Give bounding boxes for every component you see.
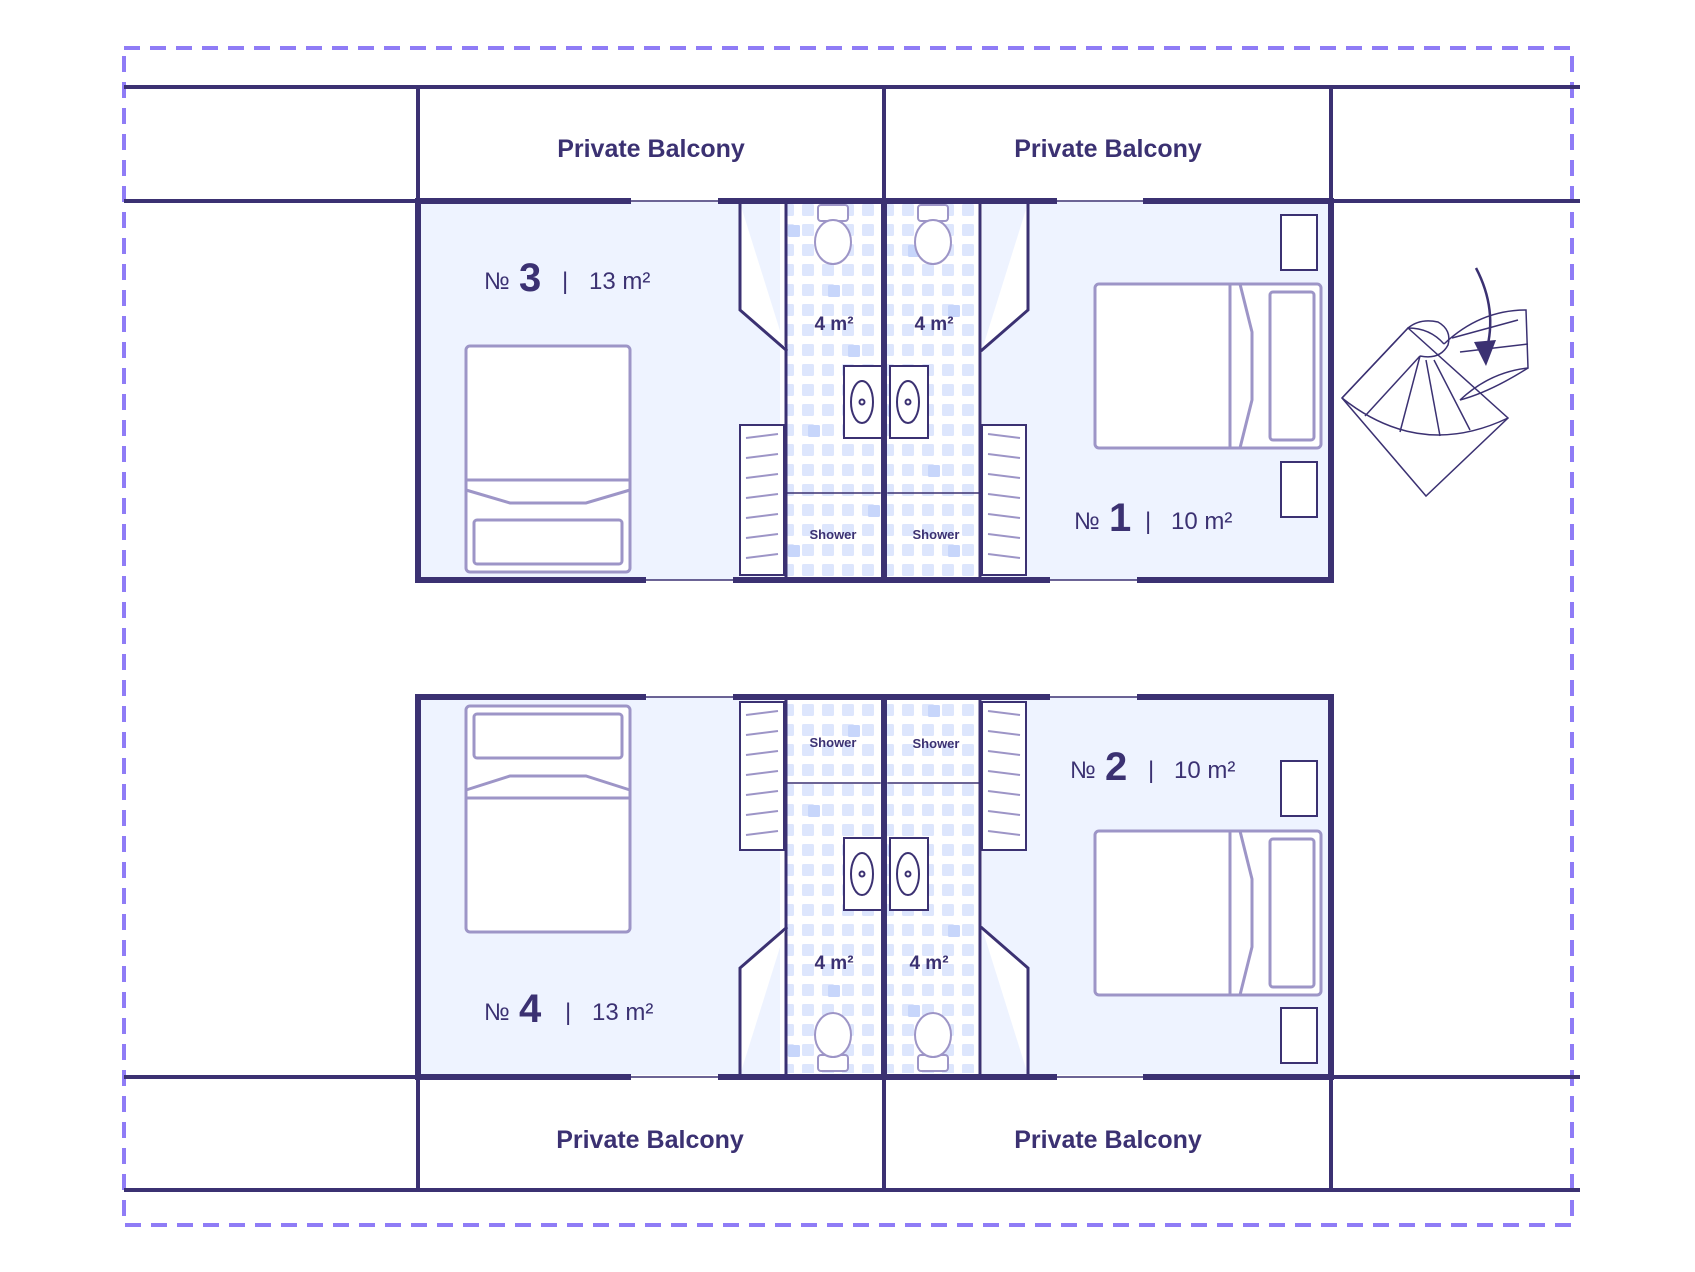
spiral-staircase-icon bbox=[1340, 309, 1529, 498]
nightstand-icon bbox=[1280, 214, 1318, 1064]
bathroom-tiles bbox=[786, 203, 980, 1073]
balcony-label: Private Balcony bbox=[1014, 135, 1202, 163]
room-number: 2 bbox=[1105, 745, 1127, 789]
balcony-labels: Private Balcony Private Balcony Private … bbox=[556, 135, 1202, 1154]
shower-label: Shower bbox=[913, 736, 960, 751]
room-number: 3 bbox=[519, 256, 541, 300]
room-separator: | bbox=[1145, 508, 1151, 535]
room-number-prefix: № bbox=[484, 999, 510, 1026]
bathroom-area: 4 m² bbox=[814, 314, 853, 335]
property-boundary bbox=[122, 46, 1574, 1227]
room-area: 13 m² bbox=[589, 268, 650, 295]
room-separator: | bbox=[562, 268, 568, 295]
sink-icon bbox=[843, 365, 929, 911]
toilet-icon bbox=[814, 204, 952, 1072]
shower-label: Shower bbox=[810, 735, 857, 750]
room-separator: | bbox=[565, 999, 571, 1026]
shower-label: Shower bbox=[913, 527, 960, 542]
room-area: 10 m² bbox=[1171, 508, 1232, 535]
wardrobe-hangers bbox=[745, 433, 1021, 836]
walls bbox=[124, 85, 1580, 1192]
room-separator: | bbox=[1148, 757, 1154, 784]
bed-icon bbox=[464, 282, 1323, 997]
balcony-label: Private Balcony bbox=[1014, 1126, 1202, 1154]
room-number: 1 bbox=[1109, 496, 1131, 540]
bathroom-area: 4 m² bbox=[914, 314, 953, 335]
direction-arrow-icon bbox=[1474, 267, 1496, 366]
bathroom-area: 4 m² bbox=[814, 953, 853, 974]
room-area: 10 m² bbox=[1174, 757, 1235, 784]
bathroom-labels: 4 m² 4 m² 4 m² 4 m² Shower Shower Shower… bbox=[810, 314, 960, 974]
balcony-label: Private Balcony bbox=[556, 1126, 744, 1154]
room-area: 13 m² bbox=[592, 999, 653, 1026]
room-number-prefix: № bbox=[1070, 757, 1096, 784]
room-number-prefix: № bbox=[484, 268, 510, 295]
room-label: № 2 | 10 m² bbox=[1070, 745, 1235, 789]
room-label: № 4 | 13 m² bbox=[484, 987, 653, 1031]
bathroom-area: 4 m² bbox=[909, 953, 948, 974]
wardrobe-icon bbox=[739, 424, 1027, 851]
balcony-label: Private Balcony bbox=[557, 135, 745, 163]
shower-label: Shower bbox=[810, 527, 857, 542]
room-label: № 1 | 10 m² bbox=[1074, 496, 1232, 540]
room-label: № 3 | 13 m² bbox=[484, 256, 650, 300]
room-number: 4 bbox=[519, 987, 542, 1031]
room-number-prefix: № bbox=[1074, 508, 1100, 535]
